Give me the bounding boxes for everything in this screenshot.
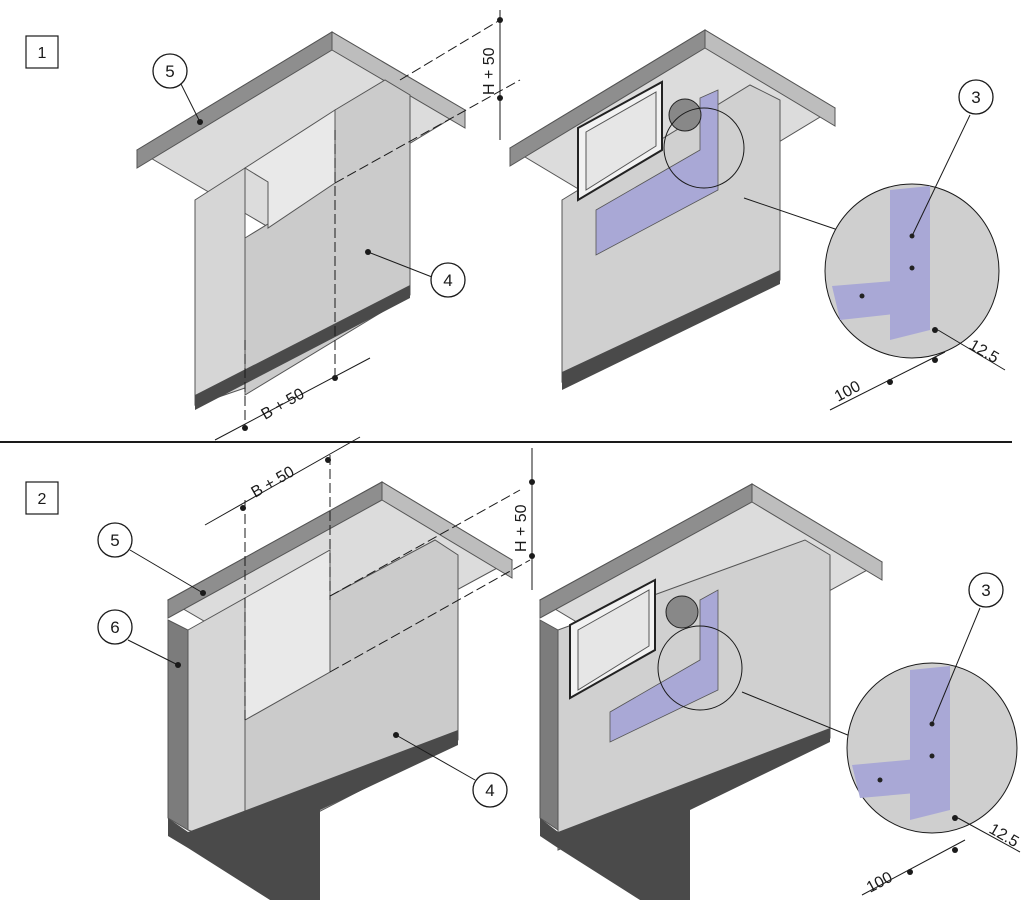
dim-line-h-bottom [334,79,521,184]
damper-opening [577,589,650,691]
callout-3-bottom: 3 [981,581,990,600]
callout-5-bottom: 5 [110,531,119,550]
dim-b-bottom-label: B + 50 [249,463,298,501]
callout-3-top: 3 [971,88,980,107]
dim-dot [529,553,535,559]
dim-dot [242,425,248,431]
dim-dot [332,375,338,381]
callout-leader [179,81,201,123]
wall-bottom-shadow [540,728,830,900]
callout-4-circle [472,772,508,808]
ceiling-slab-side [381,481,513,579]
mounting-strip [609,589,719,743]
ceiling-slab-side [751,483,883,581]
callout-5-circle [97,522,133,558]
detail-strip-vertical [910,666,950,820]
dim-dot [529,479,535,485]
damper-opening [585,91,657,191]
dim-line-h-top [399,19,501,81]
callout-6-bottom: 6 [110,618,119,637]
screw-dot [877,777,883,783]
step1-installed-view: 12.5 100 3 [509,29,1006,411]
callout-dot [393,732,399,738]
callout-leader [367,251,433,278]
callout-dot [200,590,206,596]
callout-leader [911,114,971,237]
callout-leader [931,607,981,725]
wall-front [194,167,246,406]
wall-bottom-shadow [195,285,410,410]
dim-b-top-label: B + 50 [259,385,308,423]
dim-h-bottom-label: H + 50 [513,504,530,552]
wall-face [561,84,781,383]
screw-dot [909,265,915,271]
dim-dot [932,327,938,333]
detail-strip-horizontal [852,756,950,798]
dim-dot [325,457,331,463]
callout-5-circle [152,53,188,89]
callout-leader [129,549,204,594]
dim-dot [952,847,958,853]
callout-dot [175,662,181,668]
actuator-icon [668,98,702,132]
dim-dot [497,95,503,101]
step-2-box [25,481,59,515]
wall-side-dark [167,619,189,831]
callout-4-top: 4 [443,271,452,290]
callout-dot [365,249,371,255]
callout-6-circle [97,609,133,645]
step2-wall-opening-view: B + 50 H + 50 5 6 4 [97,436,535,900]
dim-line-b [214,357,371,441]
wall-bottom-shadow [562,270,780,390]
callout-4-circle [430,262,466,298]
callout-dot [197,119,203,125]
dim-line-h-bottom [329,559,531,673]
dim-line [861,839,966,896]
dim-dot [907,869,913,875]
callout-leader [127,639,179,666]
ceiling-slab-side [331,31,466,129]
dim-line-h-top [329,489,521,597]
screw-dot [859,293,865,299]
dim-dot [932,357,938,363]
wall-bottom-shadow [168,730,458,900]
dim-dot [887,379,893,385]
step-2-number: 2 [38,491,47,508]
dim-dot [240,505,246,511]
detail-strip-vertical [890,186,930,340]
wall-side-dark [539,619,559,831]
screw-dot [929,753,935,759]
step2-installed-view: 12.5 100 3 [538,483,1022,900]
detail-leader [741,691,861,741]
detail-strip-horizontal [832,278,930,320]
detail-circle [657,625,743,711]
callout-4-bottom: 4 [485,781,494,800]
ceiling-slab-side [704,29,836,127]
step1-wall-opening-view: B + 50 H + 50 5 4 [136,10,521,441]
dim-100-bottom: 100 [864,869,896,897]
step-1-box [25,35,59,69]
dim-dot [497,17,503,23]
callout-5-top: 5 [165,62,174,81]
step-1-number: 1 [38,45,47,62]
dim-line [937,329,1006,371]
dim-line [957,817,1021,853]
dim-line-b [204,436,361,526]
actuator-icon [665,595,699,629]
callout-3-circle [968,572,1004,608]
detail-circle [663,107,745,189]
wall-front [187,597,246,851]
dim-dot [952,815,958,821]
callout-3-circle [958,79,994,115]
wall-opening [244,109,336,229]
dim-12-5-top: 12.5 [966,337,1002,367]
callout-leader [395,734,476,781]
dim-h-top-label: H + 50 [481,47,498,95]
detail-leader [743,197,839,231]
mounting-strip [595,89,719,256]
dim-12-5-bottom: 12.5 [986,821,1022,851]
